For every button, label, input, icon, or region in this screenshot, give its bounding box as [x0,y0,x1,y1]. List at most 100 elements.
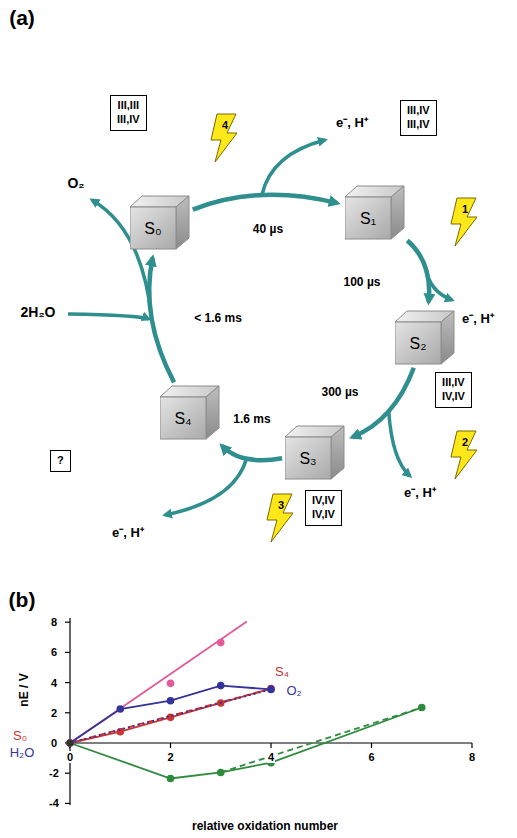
x-tick-label: 8 [468,751,476,763]
x-tick [170,743,171,748]
data-point [116,728,124,736]
cube-side [176,196,189,249]
y-tick [65,622,70,623]
transition-time: 40 µs [251,222,285,236]
flash-number: 3 [278,499,284,511]
x-tick-label: 2 [166,751,174,763]
cycle-arrow [352,368,413,437]
data-point [66,739,74,747]
oxidation-state-box: IV,IV IV,IV [305,490,342,526]
transition-time: 100 µs [342,275,383,289]
light-flash [267,494,293,542]
state-cube: S₂ [395,310,455,365]
panel-letter: (a) [9,6,35,30]
transition-time: 1.6 ms [231,412,272,426]
product-arrow [389,411,410,476]
state-name: S₀ [130,207,176,250]
chart-series [65,621,472,803]
series-label: S₀ [13,728,27,743]
cube-side [331,426,344,479]
x-tick-label: 4 [267,751,275,763]
state-cube: S₀ [130,195,190,250]
electron-proton: e⁻, H⁺ [112,523,144,541]
transition-time: 300 µs [320,385,361,399]
oxidation-state-box: ? [50,450,71,472]
data-point [267,686,275,694]
x-tick [371,743,372,748]
electron-proton: e⁻, H⁺ [404,483,436,501]
y-tick-label: -2 [48,767,60,779]
state-cube: S₄ [160,385,220,440]
oxidation-state-box: III,III III,IV [110,95,147,131]
blue-series [70,686,271,743]
y-tick-label: 6 [50,646,58,658]
y-tick [65,773,70,774]
cycle-arrow [149,258,174,383]
x-tick-label: 6 [367,751,375,763]
data-point [116,705,124,713]
y-axis [69,618,70,805]
data-point [167,697,175,705]
y-tick-label: 8 [50,616,58,628]
state-cube: S₁ [345,185,405,240]
data-point [217,682,225,690]
state-name: S₄ [160,397,206,440]
data-point [167,680,175,688]
cube-front [160,397,206,439]
green-series [70,708,422,779]
cube-front [395,322,441,364]
state-name: S₃ [285,437,331,480]
product-arrow [68,314,149,319]
data-point [217,769,225,777]
oxidation-state-box: III,IV III,IV [400,100,437,136]
light-flash [451,198,477,246]
transition-time: < 1.6 ms [192,311,244,325]
y-axis-title: nE / V [17,673,31,706]
y-tick [65,652,70,653]
y-tick-label: -4 [48,797,60,809]
x-axis-title: relative oxidation number [192,819,338,833]
flash-number: 4 [222,119,228,131]
data-point [217,639,225,647]
flash-number: 1 [462,203,468,215]
data-point [418,704,426,712]
light-flash [211,114,237,162]
panel-letter: (b) [9,588,36,612]
product-arrow [262,140,325,195]
flash-number: 2 [462,436,468,448]
green-dashed-series [221,708,422,773]
cube-front [130,207,176,249]
state-name: S₂ [395,322,441,365]
oxidation-states: III,III III,IV [117,99,140,127]
x-tick [270,743,271,748]
state-name: S₁ [345,197,391,240]
y-tick [65,712,70,713]
red-dashed-series [70,689,271,743]
series-label: S₄ [275,664,289,679]
cube-front [345,197,391,239]
oxidation-states: IV,IV IV,IV [312,494,335,522]
product-arrow [165,459,247,515]
series-label: O₂ [286,683,301,698]
x-tick [471,743,472,748]
cube-side [391,186,404,239]
state-cube: S₃ [285,425,345,480]
oxygen-label: O₂ [67,175,84,191]
electron-proton: e⁻, H⁺ [336,113,368,131]
cycle-arrow [193,195,337,210]
data-point [167,775,175,783]
oxidation-states: III,IV III,IV [407,104,430,132]
y-tick [65,803,70,804]
cycle-arrow [222,446,282,460]
series-label: H₂O [10,745,35,760]
y-tick [65,682,70,683]
cube-side [441,311,454,364]
electron-proton: e⁻, H⁺ [462,309,494,327]
cycle-arrow [407,240,429,302]
cube-front [285,437,331,479]
light-flash [451,431,477,479]
oxidation-states: III,IV IV,IV [442,376,465,404]
water-label: 2H₂O [20,304,55,320]
oxidation-states: ? [57,454,64,468]
